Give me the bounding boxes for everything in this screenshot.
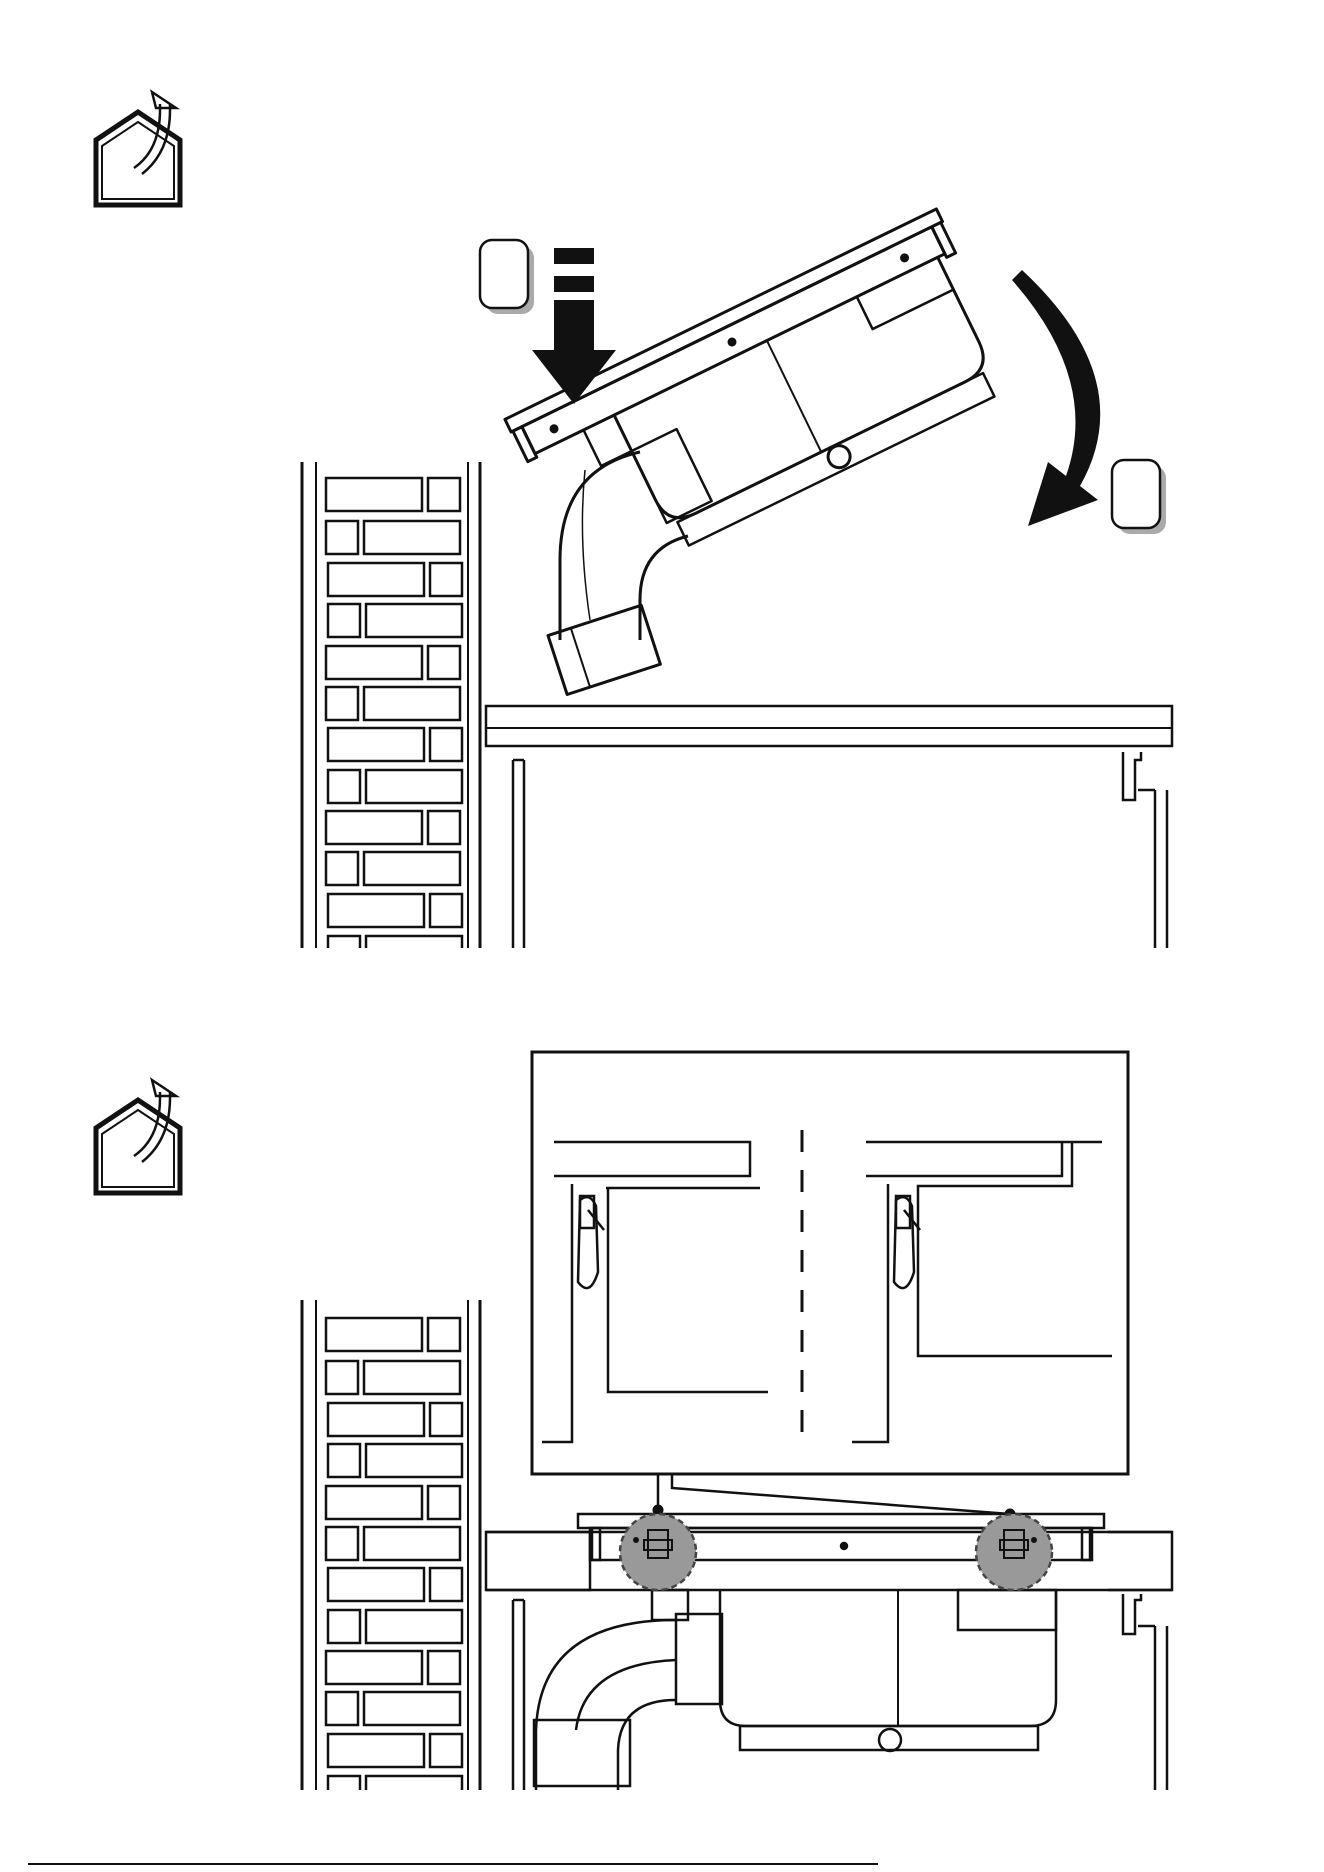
clip-callout-left: [620, 1514, 696, 1590]
panel-1: [96, 92, 1172, 948]
brick-wall: [302, 1300, 480, 1790]
worktop: [486, 706, 1172, 948]
detail-zoom-box: [532, 1052, 1128, 1519]
push-down-arrow-icon: [532, 248, 616, 404]
rotate-arrow-icon: [1012, 270, 1100, 526]
clip-detail-right: [852, 1142, 1112, 1442]
ventilation-outside-icon: [96, 92, 180, 205]
clip-detail-left: [542, 1142, 768, 1442]
panel-2: [96, 1052, 1172, 1790]
brick-wall: [302, 462, 480, 948]
worktop: [486, 1532, 1172, 1790]
ventilation-outside-icon: [96, 1080, 180, 1193]
clip-callout-right: [976, 1514, 1052, 1590]
step-badge-1: [480, 240, 534, 314]
step-badge-2: [1112, 460, 1166, 534]
